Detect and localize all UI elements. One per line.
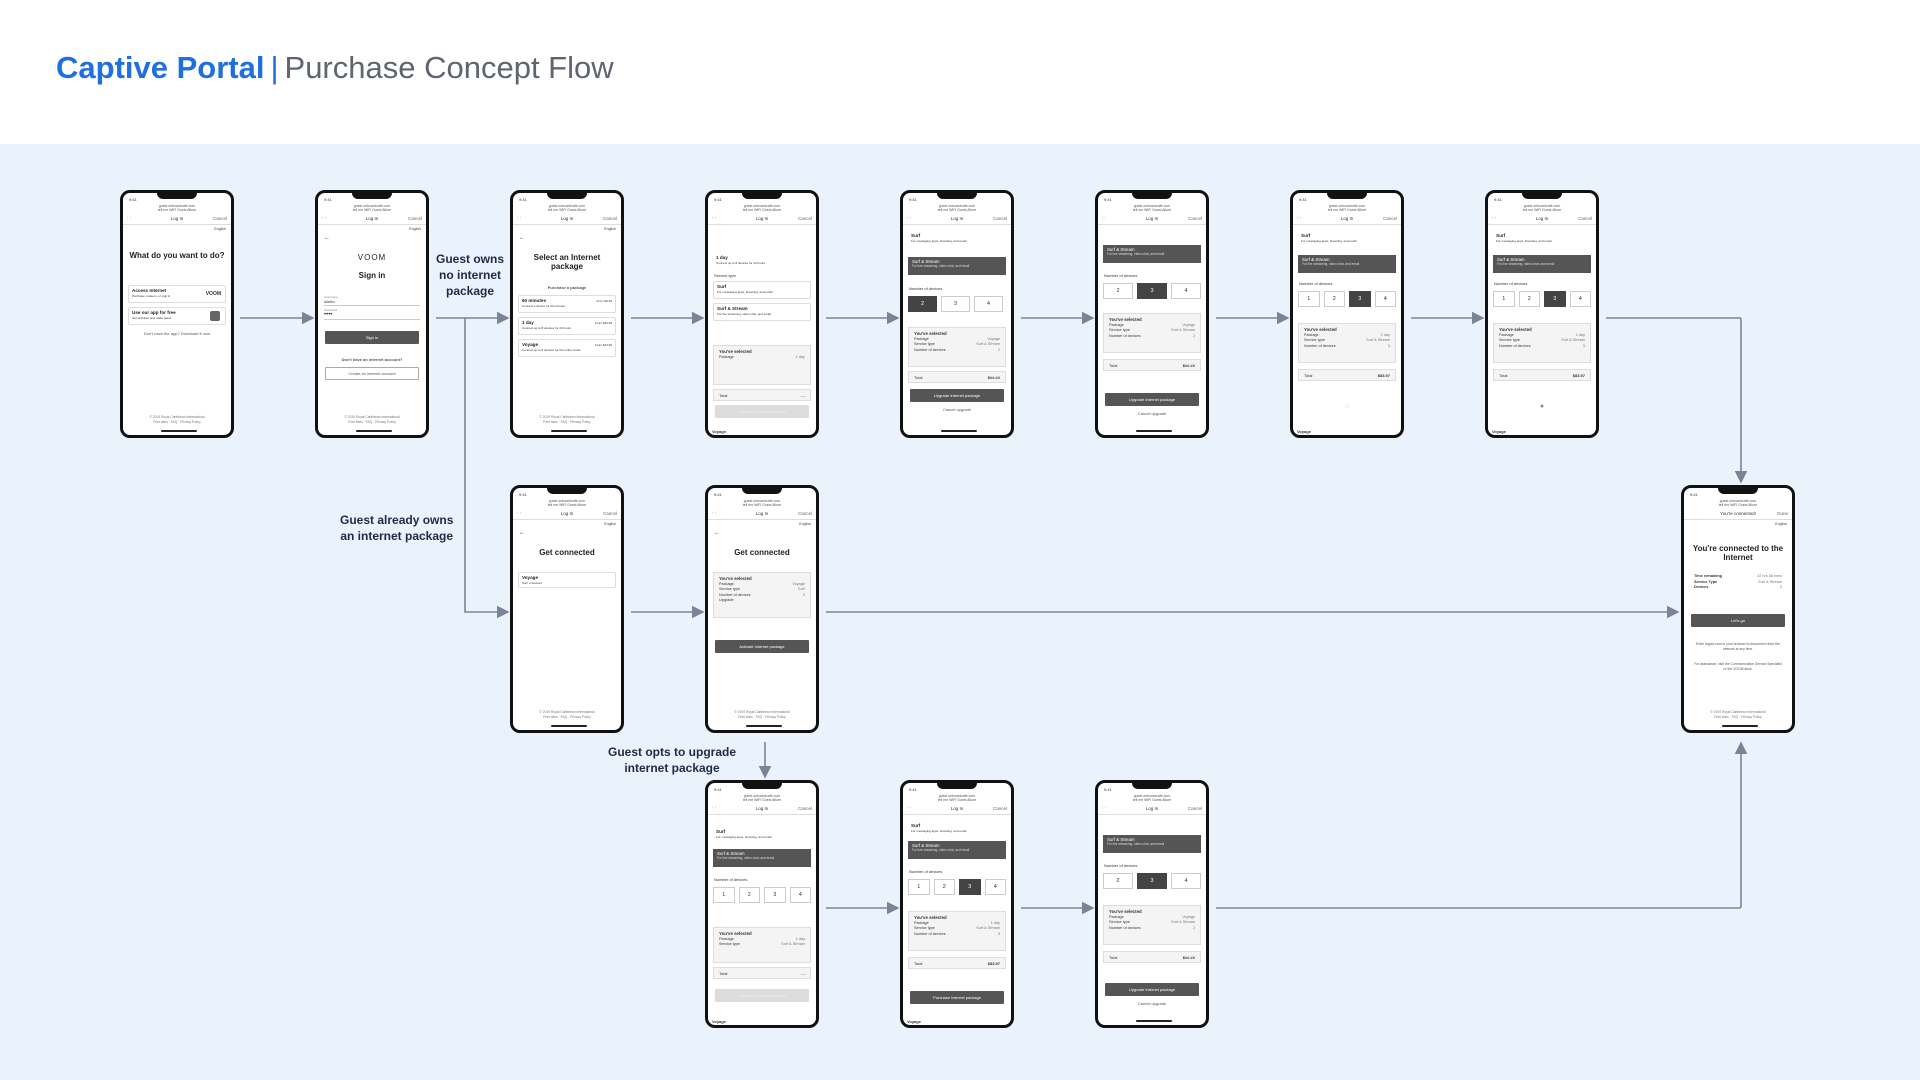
cancel-upgrade-link[interactable]: Cancel upgrade bbox=[1137, 1001, 1167, 1006]
check-icon: ● bbox=[1539, 403, 1545, 410]
heading: What do you want to do? bbox=[129, 251, 225, 260]
purchase-button[interactable]: Purchase Internet package bbox=[910, 991, 1004, 1004]
purchase-button[interactable]: Purchase Internet package bbox=[715, 405, 809, 418]
label-upgrade: Guest opts to upgrade internet package bbox=[608, 745, 737, 775]
label-no-package: Guest owns no internet package bbox=[436, 252, 505, 298]
upgrade-button[interactable]: Upgrade Internet package bbox=[1105, 983, 1199, 996]
done-button[interactable]: Done bbox=[1777, 511, 1788, 516]
lets-go-button[interactable]: Let's go bbox=[1691, 614, 1785, 627]
upgrade-link[interactable]: Upgrade bbox=[719, 598, 734, 602]
title-separator: | bbox=[270, 50, 279, 85]
upgrade-button[interactable]: Upgrade Internet package bbox=[910, 389, 1004, 402]
activate-button[interactable]: Activate Internet package bbox=[715, 640, 809, 653]
sign-in-button[interactable]: Sign in bbox=[325, 331, 419, 344]
lang-select[interactable]: English bbox=[214, 227, 226, 231]
create-account-button[interactable]: Create an internet account bbox=[325, 367, 419, 380]
page-header: Captive Portal|Purchase Concept Flow bbox=[0, 0, 1920, 144]
cancel-upgrade-link[interactable]: Cancel upgrade bbox=[942, 407, 972, 412]
voom-logo: VOOM bbox=[357, 253, 387, 262]
password-input[interactable]: •••• bbox=[324, 312, 420, 320]
page-title: Captive Portal|Purchase Concept Flow bbox=[56, 50, 614, 86]
heading: Sign in bbox=[358, 271, 386, 280]
heading: You're connected to the Internet bbox=[1692, 544, 1784, 562]
download-link[interactable]: Don't have the app? Download it now bbox=[143, 331, 211, 336]
heading: Select an Internet package bbox=[533, 253, 601, 271]
spinner-icon: ◌ bbox=[1344, 403, 1350, 410]
cancel-upgrade-link[interactable]: Cancel upgrade bbox=[1137, 411, 1167, 416]
username-input[interactable]: luletto bbox=[324, 299, 420, 306]
upgrade-button[interactable]: Upgrade Internet package bbox=[1105, 393, 1199, 406]
back-arrow-icon[interactable]: ← bbox=[324, 235, 330, 241]
title-bold: Captive Portal bbox=[56, 50, 265, 85]
label-owns-package: Guest already owns an internet package bbox=[340, 513, 454, 543]
title-rest: Purchase Concept Flow bbox=[284, 50, 614, 85]
